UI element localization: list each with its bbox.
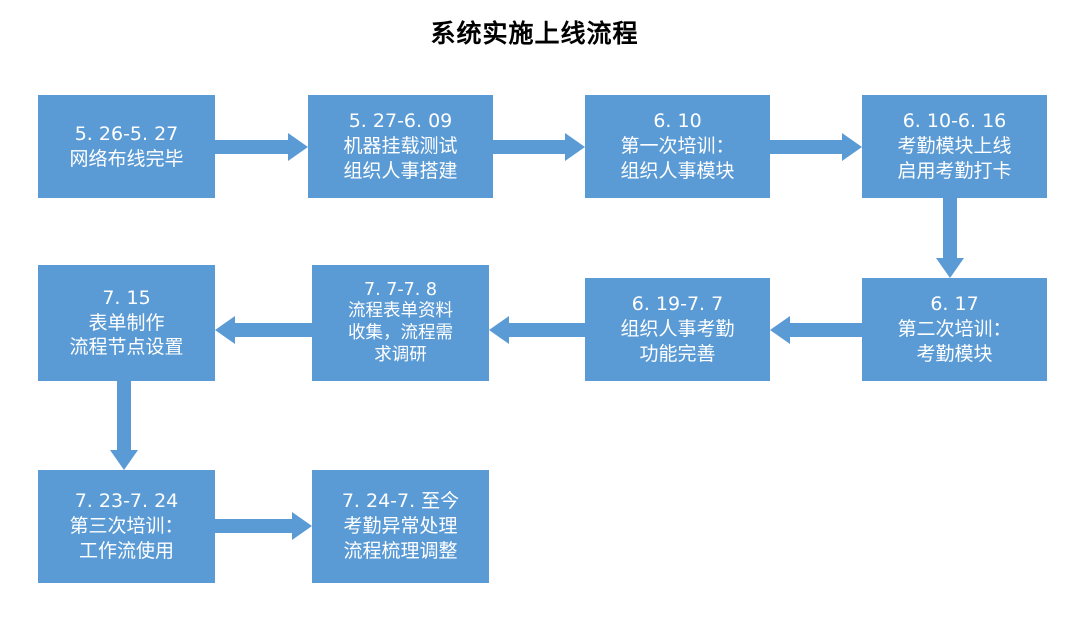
node-line-2: 网络布线完毕	[69, 147, 184, 170]
arrow-icon-formbuild-to-training3	[110, 381, 138, 470]
node-line-3: 启用考勤打卡	[897, 159, 1012, 182]
flow-node-third-training[interactable]: 7. 23-7. 24 第三次培训： 工作流使用	[38, 470, 215, 583]
arrow-icon-training3-to-exception	[215, 512, 312, 540]
node-date: 5. 26-5. 27	[74, 122, 179, 145]
node-line-2: 第三次培训：	[69, 515, 184, 538]
node-line-3: 流程梳理调整	[343, 539, 458, 562]
node-line-4: 求调研	[374, 344, 427, 365]
node-line-3: 功能完善	[639, 342, 716, 365]
flow-node-form-build-node-setup[interactable]: 7. 15 表单制作 流程节点设置	[38, 265, 215, 381]
arrow-icon-training1-to-attendance	[770, 133, 862, 161]
node-date: 6. 10-6. 16	[902, 110, 1007, 133]
node-date: 6. 17	[930, 293, 979, 316]
flow-node-second-training[interactable]: 6. 17 第二次培训： 考勤模块	[862, 278, 1047, 381]
node-line-3: 组织人事搭建	[343, 159, 458, 182]
page-title: 系统实施上线流程	[430, 19, 639, 48]
node-line-2: 流程表单资料	[348, 301, 453, 322]
flow-node-network-cabling[interactable]: 5. 26-5. 27 网络布线完毕	[38, 95, 215, 198]
node-line-3: 考勤模块	[916, 342, 993, 365]
flow-node-attendance-module-launch[interactable]: 6. 10-6. 16 考勤模块上线 启用考勤打卡	[862, 95, 1047, 198]
flow-node-hr-attendance-refine[interactable]: 6. 19-7. 7 组织人事考勤 功能完善	[585, 278, 770, 381]
node-date: 5. 27-6. 09	[348, 110, 453, 133]
node-line-3: 组织人事模块	[620, 159, 735, 182]
node-line-3: 收集，流程需	[348, 323, 453, 343]
arrow-icon-refine-to-collection	[489, 316, 585, 344]
node-line-2: 机器挂载测试	[343, 135, 458, 158]
node-line-3: 工作流使用	[78, 539, 174, 562]
node-date: 7. 7-7. 8	[363, 279, 438, 300]
arrow-icon-attendance-to-training2	[936, 198, 964, 278]
node-date: 6. 10	[653, 110, 702, 133]
node-line-2: 第二次培训：	[897, 318, 1012, 341]
node-line-2: 考勤模块上线	[897, 135, 1012, 158]
node-line-2: 表单制作	[88, 311, 165, 334]
node-line-2: 第一次培训：	[620, 135, 735, 158]
arrow-icon-collection-to-formbuild	[215, 316, 312, 344]
arrow-icon-training2-to-refine	[770, 316, 862, 344]
flow-node-first-training[interactable]: 6. 10 第一次培训： 组织人事模块	[585, 95, 770, 198]
node-date: 7. 24-7. 至今	[341, 490, 460, 513]
node-line-2: 组织人事考勤	[620, 318, 735, 341]
arrow-icon-machine-to-training1	[493, 133, 585, 161]
node-date: 7. 15	[102, 286, 151, 309]
node-date: 7. 23-7. 24	[74, 490, 179, 513]
node-line-2: 考勤异常处理	[343, 515, 458, 538]
node-date: 6. 19-7. 7	[631, 293, 724, 316]
flow-node-attendance-exception-handling[interactable]: 7. 24-7. 至今 考勤异常处理 流程梳理调整	[312, 470, 489, 583]
arrow-icon-network-to-machine	[215, 133, 308, 161]
flow-node-form-data-collection[interactable]: 7. 7-7. 8 流程表单资料 收集，流程需 求调研	[312, 265, 489, 381]
flow-node-machine-mount-test[interactable]: 5. 27-6. 09 机器挂载测试 组织人事搭建	[308, 95, 493, 198]
node-line-3: 流程节点设置	[69, 336, 184, 359]
